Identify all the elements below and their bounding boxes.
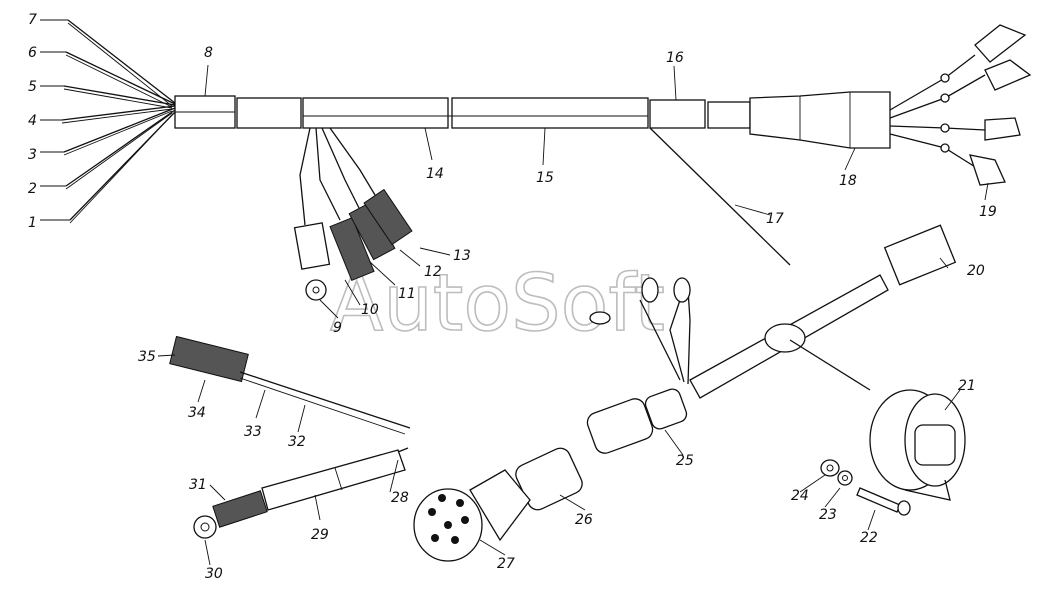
watermark: AutoSoft <box>330 259 665 349</box>
washer-23 <box>837 470 853 486</box>
connector-18 <box>749 91 891 149</box>
callout-31: 31 <box>189 477 207 493</box>
callout-19: 19 <box>979 204 997 220</box>
callout-15-lower: 15 <box>536 170 554 186</box>
callout-20: 20 <box>967 263 985 279</box>
callout-9: 9 <box>333 320 342 336</box>
callout-5: 5 <box>28 79 37 95</box>
wire-17 <box>649 127 791 266</box>
cable-segment-b <box>707 101 751 129</box>
callout-10: 10 <box>361 302 379 318</box>
callout-18: 18 <box>839 173 857 189</box>
callout-27: 27 <box>497 556 515 572</box>
branch-wires <box>293 127 413 301</box>
small-harness-lower <box>193 447 409 539</box>
cable-segment-a <box>236 97 302 129</box>
callout-35: 35 <box>138 349 156 365</box>
callout-14: 14 <box>426 166 444 182</box>
callout-24: 24 <box>791 488 809 504</box>
callout-6: 6 <box>28 45 37 61</box>
callout-2: 2 <box>28 181 37 197</box>
cable-segment-16 <box>649 99 706 129</box>
cable-segment-14 <box>302 97 449 129</box>
callout-7: 7 <box>28 12 37 28</box>
callout-29: 29 <box>311 527 329 543</box>
wire-fan-left <box>61 19 176 224</box>
bolt-22 <box>856 487 911 516</box>
callout-32: 32 <box>288 434 306 450</box>
callout-33: 33 <box>244 424 262 440</box>
callout-3: 3 <box>28 147 37 163</box>
callout-25: 25 <box>676 453 694 469</box>
callout-17: 17 <box>766 211 784 227</box>
nut-24 <box>820 459 840 477</box>
callout-13: 13 <box>453 248 471 264</box>
callout-1: 1 <box>28 215 37 231</box>
callout-11: 11 <box>398 286 416 302</box>
cable-segment-15 <box>451 97 649 129</box>
callout-4: 4 <box>28 113 37 129</box>
leader-lines <box>40 19 989 566</box>
callout-34: 34 <box>188 405 206 421</box>
socket-21 <box>869 389 966 501</box>
callout-21: 21 <box>958 378 976 394</box>
small-harness-upper <box>169 335 411 435</box>
callouts: 1 2 3 4 5 6 7 8 9 10 11 12 13 14 15 16 1… <box>28 12 997 582</box>
callout-30: 30 <box>205 566 223 582</box>
main-harness <box>61 19 1032 301</box>
callout-23: 23 <box>819 507 837 523</box>
callout-28: 28 <box>391 490 409 506</box>
callout-22: 22 <box>860 530 878 546</box>
callout-8: 8 <box>204 45 213 61</box>
callout-26: 26 <box>575 512 593 528</box>
trailer-harness <box>413 224 957 562</box>
callout-12: 12 <box>424 264 442 280</box>
callout-16: 16 <box>666 50 684 66</box>
terminals-19 <box>889 24 1032 186</box>
